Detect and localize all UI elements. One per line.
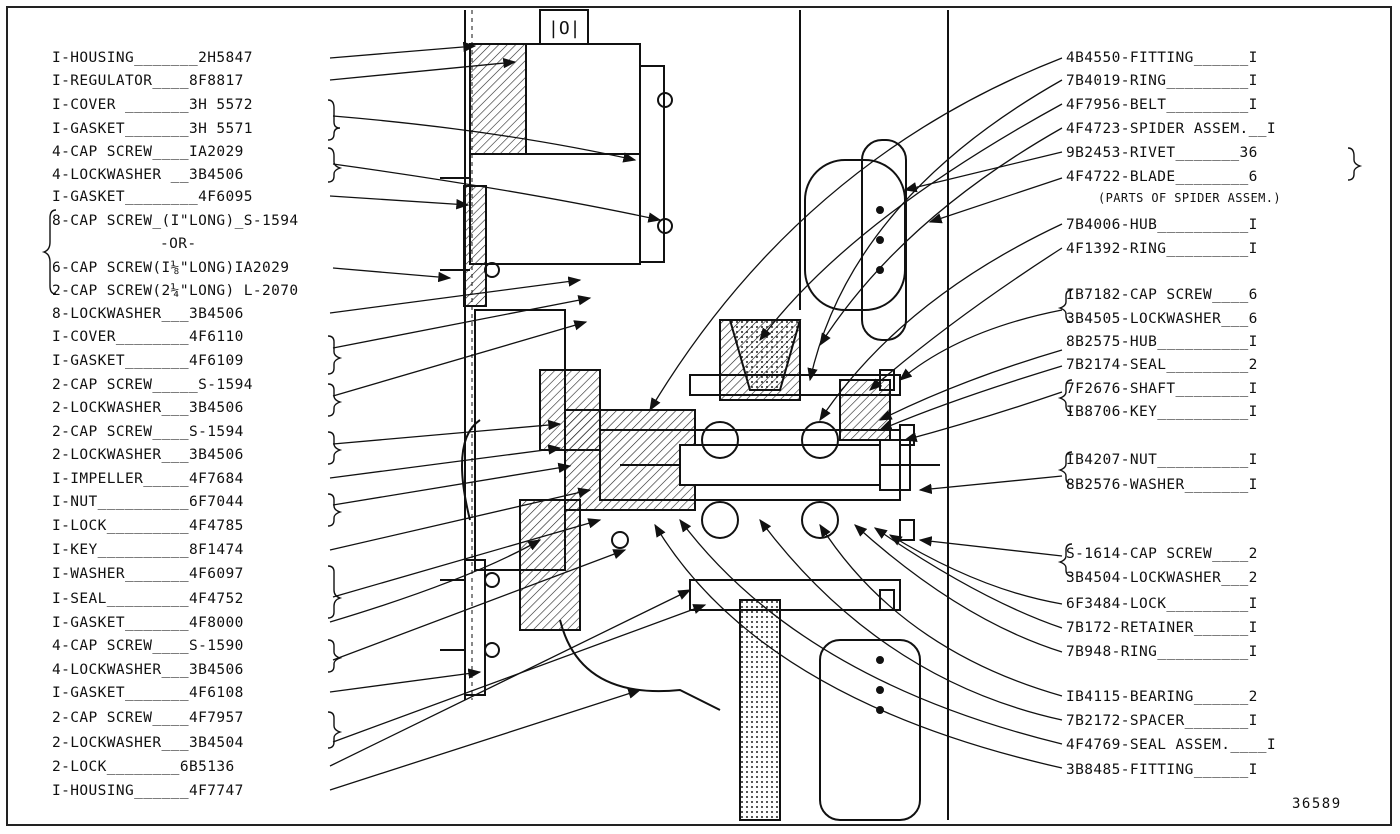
- label-right-washer: 8B2576-WASHER_______I: [1066, 477, 1258, 493]
- label-right-shaft: 7F2676-SHAFT________I: [1066, 381, 1258, 397]
- label-right-seal-7b2174: 7B2174-SEAL_________2: [1066, 357, 1258, 373]
- label-left-lock-6b5136: 2-LOCK________6B5136: [52, 759, 235, 775]
- label-right-ring-4f1392: 4F1392-RING_________I: [1066, 241, 1258, 257]
- label-left-gasket-4f6108: I-GASKET_______4F6108: [52, 685, 244, 701]
- label-left-lockwasher-3b4504: 2-LOCKWASHER___3B4504: [52, 735, 244, 751]
- label-right-lockwasher-3b4505: 3B4505-LOCKWASHER___6: [1066, 311, 1258, 327]
- label-right-bearing: IB4115-BEARING______2: [1066, 689, 1258, 705]
- label-left-or: -OR-: [160, 236, 197, 252]
- label-left-lockwasher-3b4506-a: 4-LOCKWASHER __3B4506: [52, 167, 244, 183]
- label-left-housing-2h5847: I-HOUSING_______2H5847: [52, 50, 253, 66]
- label-left-nut: I-NUT__________6F7044: [52, 494, 244, 510]
- label-right-rivet: 9B2453-RIVET_______36: [1066, 145, 1258, 161]
- label-left-capscrew-s1594-a: 2-CAP SCREW_____S-1594: [52, 377, 253, 393]
- label-left-capscrew-4f7957: 2-CAP SCREW____4F7957: [52, 710, 244, 726]
- label-right-ring-7b4019: 7B4019-RING_________I: [1066, 73, 1258, 89]
- label-right-capscrew-ib7182: IB7182-CAP SCREW____6: [1066, 287, 1258, 303]
- label-left-lockwasher-3b4506-e: 4-LOCKWASHER___3B4506: [52, 662, 244, 678]
- label-right-spider-assem: 4F4723-SPIDER ASSEM.__I: [1066, 121, 1276, 137]
- label-left-capscrew-s1594-long: 8-CAP SCREW_(I"LONG)_S-1594: [52, 213, 299, 229]
- label-right-hub-8b2575: 8B2575-HUB__________I: [1066, 334, 1258, 350]
- label-left-cover-3h5572: I-COVER _______3H 5572: [52, 97, 253, 113]
- label-right-parts-note: (PARTS OF SPIDER ASSEM.): [1098, 191, 1281, 205]
- label-left-capscrew-s1594-b: 2-CAP SCREW____S-1594: [52, 424, 244, 440]
- label-left-regulator: I-REGULATOR____8F8817: [52, 73, 244, 89]
- label-right-belt: 4F7956-BELT_________I: [1066, 97, 1258, 113]
- label-left-seal: I-SEAL_________4F4752: [52, 591, 244, 607]
- label-right-retainer: 7B172-RETAINER______I: [1066, 620, 1258, 636]
- figure-number: 36589: [1292, 796, 1342, 812]
- label-left-gasket-3h5571: I-GASKET_______3H 5571: [52, 121, 253, 137]
- label-right-blade: 4F4722-BLADE________6: [1066, 169, 1258, 185]
- label-right-fitting-4b4550: 4B4550-FITTING______I: [1066, 50, 1258, 66]
- label-left-gasket-4f6095: I-GASKET________4F6095: [52, 189, 253, 205]
- label-left-cover-4f6110: I-COVER________4F6110: [52, 329, 244, 345]
- label-left-lockwasher-3b4506-d: 2-LOCKWASHER___3B4506: [52, 447, 244, 463]
- label-left-capscrew-ia2029-alt: 6-CAP SCREW(I⅛"LONG)IA2029: [52, 260, 290, 276]
- label-left-lockwasher-3b4506-c: 2-LOCKWASHER___3B4506: [52, 400, 244, 416]
- label-left-gasket-4f8000: I-GASKET_______4F8000: [52, 615, 244, 631]
- label-right-nut: IB4207-NUT__________I: [1066, 452, 1258, 468]
- label-right-lockwasher-3b4504: 3B4504-LOCKWASHER___2: [1066, 570, 1258, 586]
- label-left-gasket-4f6109: I-GASKET_______4F6109: [52, 353, 244, 369]
- label-left-capscrew-ia2029: 4-CAP SCREW____IA2029: [52, 144, 244, 160]
- label-left-washer: I-WASHER_______4F6097: [52, 566, 244, 582]
- label-right-key: IB8706-KEY__________I: [1066, 404, 1258, 420]
- label-right-lock-6f3484: 6F3484-LOCK_________I: [1066, 596, 1258, 612]
- label-left-lockwasher-3b4506-b: 8-LOCKWASHER___3B4506: [52, 306, 244, 322]
- label-left-capscrew-l2070: 2-CAP SCREW(2¼"LONG) L-2070: [52, 283, 299, 299]
- label-right-capscrew-s1614: S-1614-CAP SCREW____2: [1066, 546, 1258, 562]
- label-right-seal-assem: 4F4769-SEAL ASSEM.____I: [1066, 737, 1276, 753]
- label-right-spacer: 7B2172-SPACER_______I: [1066, 713, 1258, 729]
- label-left-capscrew-s1590: 4-CAP SCREW____S-1590: [52, 638, 244, 654]
- figure-frame: [6, 6, 1392, 826]
- label-left-housing-4f7747: I-HOUSING______4F7747: [52, 783, 244, 799]
- label-left-lock-4f4785: I-LOCK_________4F4785: [52, 518, 244, 534]
- label-left-impeller: I-IMPELLER_____4F7684: [52, 471, 244, 487]
- svg-text:|O|: |O|: [548, 18, 581, 39]
- label-left-key: I-KEY__________8F1474: [52, 542, 244, 558]
- label-right-ring-7b948: 7B948-RING__________I: [1066, 644, 1258, 660]
- label-right-hub-7b4006: 7B4006-HUB__________I: [1066, 217, 1258, 233]
- label-right-fitting-3b8485: 3B8485-FITTING______I: [1066, 762, 1258, 778]
